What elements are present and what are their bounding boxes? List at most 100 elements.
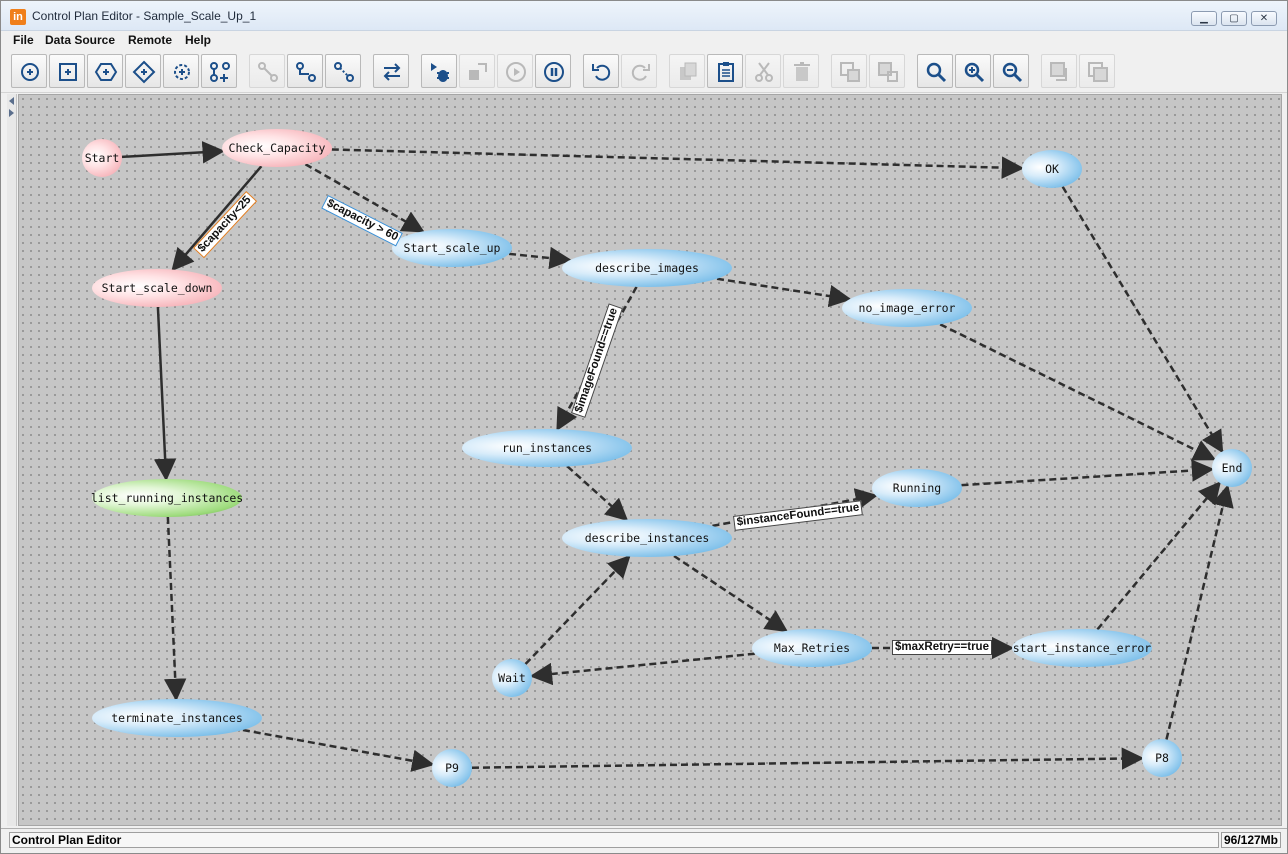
- node-describe-instances[interactable]: describe_instances: [562, 519, 732, 557]
- edge-layer: [121, 141, 1234, 772]
- connect-conditional-button[interactable]: [287, 54, 323, 88]
- menu-data-source[interactable]: Data Source: [45, 33, 116, 47]
- redo-icon: [631, 64, 650, 81]
- edge-running-to-end[interactable]: [961, 459, 1215, 487]
- maximize-button[interactable]: ▢: [1221, 11, 1247, 26]
- edge-p9-to-p8[interactable]: [471, 747, 1145, 770]
- connect-solid-button[interactable]: [249, 54, 285, 88]
- edge-start-instance-error-to-end[interactable]: [1096, 481, 1222, 631]
- edge-terminate-instances-to-p9[interactable]: [242, 728, 435, 772]
- node-end[interactable]: End: [1212, 449, 1252, 487]
- edge-max-retries-to-wait[interactable]: [529, 652, 755, 686]
- edge-describe-images-to-no-image-error[interactable]: [716, 277, 852, 308]
- edge-start-scale-up-to-describe-images[interactable]: [508, 246, 572, 270]
- connect-dashed-button[interactable]: [325, 54, 361, 88]
- edge-p8-to-end[interactable]: [1165, 484, 1234, 740]
- node-ok[interactable]: OK: [1022, 150, 1082, 188]
- node-p8[interactable]: P8: [1142, 739, 1182, 777]
- node-no-image-error[interactable]: no_image_error: [842, 289, 972, 327]
- title-bar[interactable]: in Control Plan Editor - Sample_Scale_Up…: [1, 1, 1287, 31]
- step-button[interactable]: [459, 54, 495, 88]
- node-start-scale-down[interactable]: Start_scale_down: [92, 269, 222, 307]
- edge-ok-to-end[interactable]: [1061, 186, 1224, 454]
- play-button[interactable]: [497, 54, 533, 88]
- node-wait[interactable]: Wait: [492, 659, 532, 697]
- node-run-instances[interactable]: run_instances: [462, 429, 632, 467]
- group-button[interactable]: [831, 54, 867, 88]
- menu-bar: File Data Source Remote Help: [1, 31, 1287, 49]
- edge-start-to-check-capacity[interactable]: [121, 141, 225, 164]
- add-branch-button[interactable]: [201, 54, 237, 88]
- edge-check-capacity-to-ok[interactable]: [331, 148, 1025, 179]
- node-label: End: [1221, 461, 1243, 475]
- zoom-in-icon: [964, 62, 985, 83]
- add-start-node-button[interactable]: [11, 54, 47, 88]
- node-list-running-instances[interactable]: list_running_instances: [91, 479, 243, 517]
- edge-wait-to-describe-instances[interactable]: [524, 554, 631, 665]
- add-gear-node-button[interactable]: [163, 54, 199, 88]
- split-pane-divider[interactable]: [7, 94, 17, 826]
- node-label: start_instance_error: [1012, 641, 1152, 655]
- undo-icon: [592, 64, 611, 81]
- edge-list-running-instances-to-terminate-instances[interactable]: [163, 516, 187, 702]
- edge-describe-instances-to-max-retries[interactable]: [673, 554, 789, 633]
- swap-arrows-icon: [383, 63, 401, 81]
- menu-file[interactable]: File: [13, 33, 34, 47]
- swap-button[interactable]: [373, 54, 409, 88]
- close-button[interactable]: ✕: [1251, 11, 1277, 26]
- collapse-left-icon[interactable]: [9, 97, 14, 105]
- edge-run-instances-to-describe-instances[interactable]: [566, 465, 629, 522]
- ungroup-button[interactable]: [869, 54, 905, 88]
- edge-no-image-error-to-end[interactable]: [939, 323, 1217, 461]
- node-label: Start_scale_up: [403, 241, 501, 255]
- node-start-scale-up[interactable]: Start_scale_up: [392, 229, 512, 267]
- link-conditional-icon: [296, 62, 316, 82]
- debug-run-icon: [431, 63, 449, 82]
- node-start[interactable]: Start: [82, 139, 122, 177]
- minimize-icon: ▁: [1200, 13, 1208, 24]
- node-check-capacity[interactable]: Check_Capacity: [222, 129, 332, 167]
- node-running[interactable]: Running: [872, 469, 962, 507]
- delete-button[interactable]: [783, 54, 819, 88]
- magnifier-icon: [926, 62, 947, 83]
- undo-button[interactable]: [583, 54, 619, 88]
- menu-remote[interactable]: Remote: [128, 33, 173, 47]
- node-describe-images[interactable]: describe_images: [562, 249, 732, 287]
- copy-button[interactable]: [669, 54, 705, 88]
- zoom-in-button[interactable]: [955, 54, 991, 88]
- minimize-button[interactable]: ▁: [1191, 11, 1217, 26]
- edge-check-capacity-to-start-scale-down[interactable]: [171, 165, 263, 272]
- node-label: P9: [445, 761, 459, 775]
- play-icon: [506, 62, 526, 82]
- expand-right-icon[interactable]: [9, 109, 14, 117]
- node-label: Check_Capacity: [228, 141, 326, 155]
- gear-plus-icon: [174, 64, 190, 80]
- node-max-retries[interactable]: Max_Retries: [752, 629, 872, 667]
- edge-start-scale-down-to-list-running-instances[interactable]: [153, 306, 177, 482]
- node-start-instance-error[interactable]: start_instance_error: [1012, 629, 1152, 667]
- status-bar: Control Plan Editor 96/127Mb: [1, 828, 1287, 849]
- pause-button[interactable]: [535, 54, 571, 88]
- zoom-out-button[interactable]: [993, 54, 1029, 88]
- copy-icon: [680, 62, 697, 80]
- edge-label-max-retry[interactable]: $maxRetry==true: [892, 640, 992, 655]
- add-decision-node-button[interactable]: [125, 54, 161, 88]
- node-p9[interactable]: P9: [432, 749, 472, 787]
- node-label: Max_Retries: [773, 641, 851, 655]
- bring-front-button[interactable]: [1041, 54, 1077, 88]
- debug-run-button[interactable]: [421, 54, 457, 88]
- edge-check-capacity-to-start-scale-up[interactable]: [304, 163, 425, 233]
- zoom-fit-button[interactable]: [917, 54, 953, 88]
- menu-help[interactable]: Help: [185, 33, 212, 47]
- node-terminate-instances[interactable]: terminate_instances: [92, 699, 262, 737]
- redo-button[interactable]: [621, 54, 657, 88]
- node-label: Start: [84, 151, 120, 165]
- add-hexagon-node-button[interactable]: [87, 54, 123, 88]
- add-activity-node-button[interactable]: [49, 54, 85, 88]
- send-back-button[interactable]: [1079, 54, 1115, 88]
- cut-button[interactable]: [745, 54, 781, 88]
- diagram-canvas[interactable]: Start Check_Capacity OK Start_scale_up d…: [18, 94, 1282, 826]
- paste-button[interactable]: [707, 54, 743, 88]
- circle-plus-icon: [21, 63, 39, 81]
